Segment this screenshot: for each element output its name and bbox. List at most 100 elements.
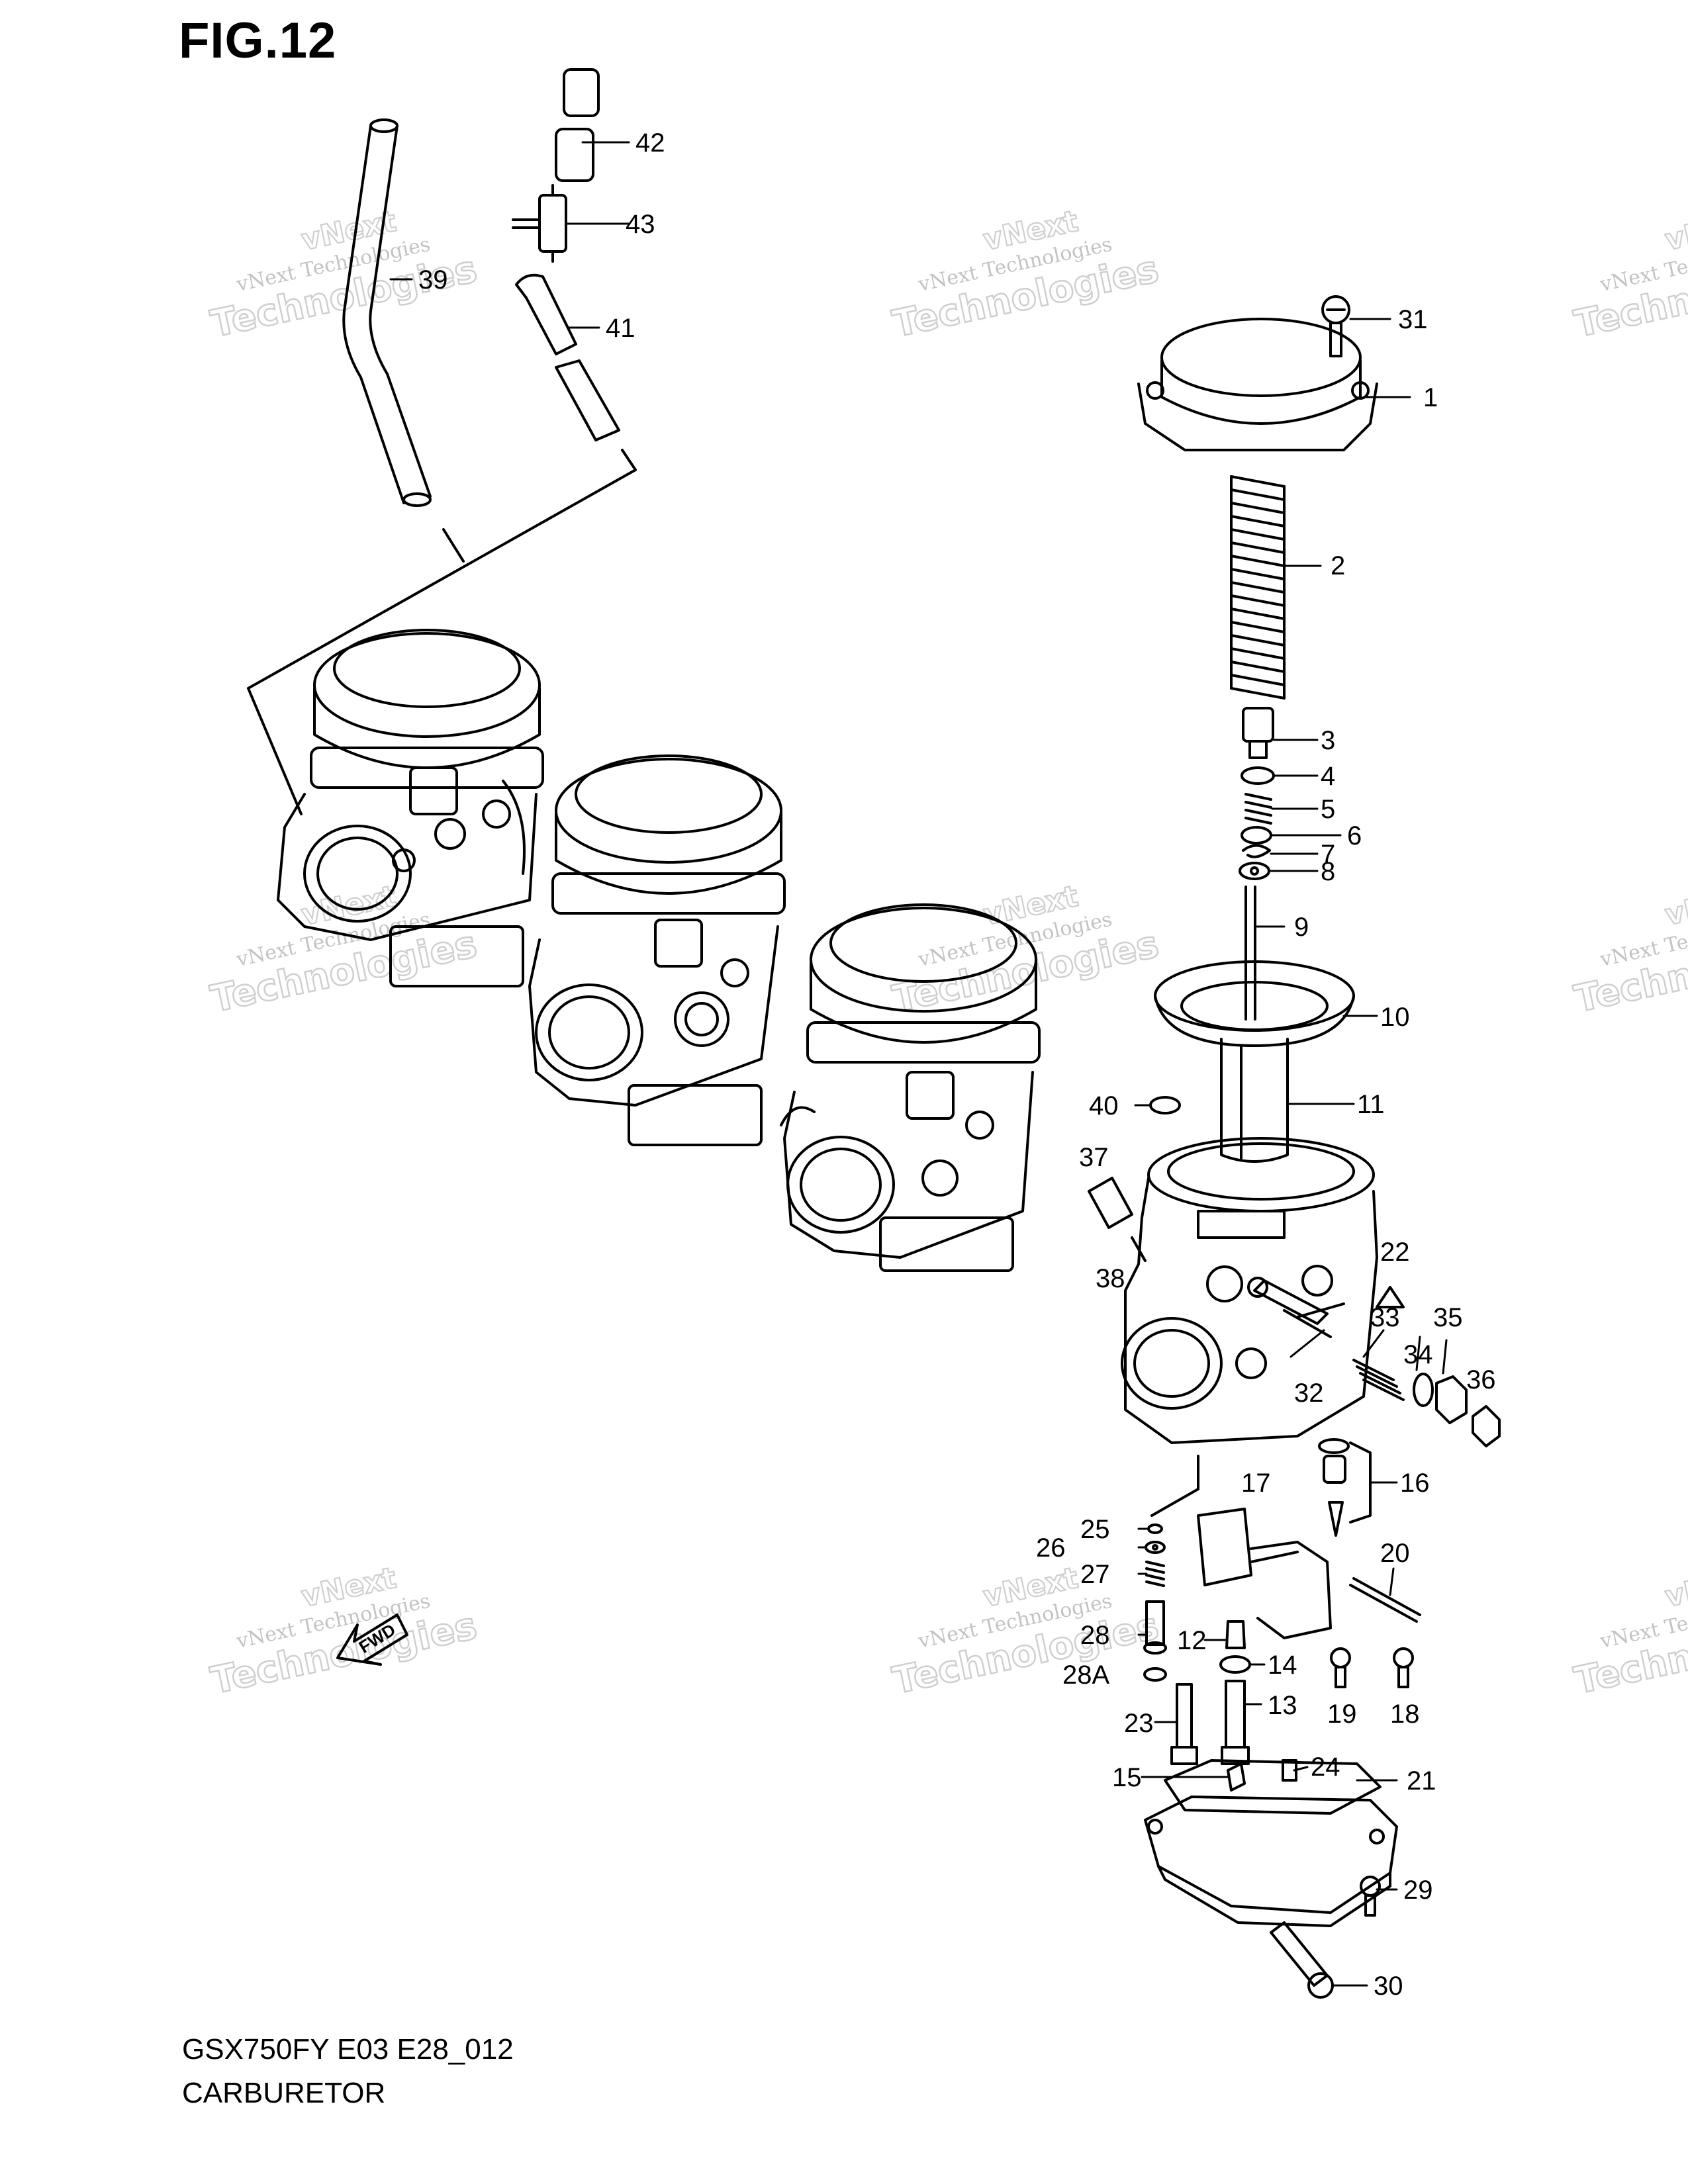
part-label: 38: [1096, 1264, 1125, 1293]
part-label: 5: [1321, 795, 1335, 824]
part-label: 30: [1374, 1972, 1403, 2001]
part-label: 13: [1268, 1691, 1297, 1720]
part-8-washer: [1239, 862, 1270, 880]
part-20-pin: [1349, 1577, 1421, 1623]
hose-42: [555, 68, 600, 182]
part-label: 17: [1241, 1469, 1271, 1498]
part-label: 28: [1080, 1621, 1110, 1650]
part-21-gasket: [1164, 1759, 1382, 1815]
part-6-washer: [1241, 826, 1272, 844]
part-15-drain-plug: [1227, 1762, 1246, 1792]
part-1-top-cover: [1137, 318, 1378, 451]
part-labels: 1 2 3 4 5 6 7 8 9 10 11 12 13 14 15 16 1…: [418, 128, 1496, 2001]
part-label: 16: [1400, 1469, 1430, 1498]
part-label: 20: [1380, 1539, 1410, 1568]
fwd-arrow-icon: [336, 1614, 408, 1666]
part-label: 32: [1294, 1379, 1324, 1408]
part-label: 3: [1321, 726, 1335, 755]
part-label: 22: [1380, 1238, 1410, 1267]
part-18-screw: [1393, 1647, 1414, 1688]
model-code: GSX750FY E03 E28_012: [182, 2033, 514, 2066]
t-joint-43: [512, 184, 567, 263]
part-label: 26: [1036, 1533, 1066, 1563]
part-label: 1: [1423, 383, 1438, 412]
part-label: 2: [1331, 551, 1345, 580]
carburetor-assembly: [528, 754, 786, 1146]
part-label: 31: [1398, 305, 1428, 334]
part-13-needle-jet: [1221, 1680, 1250, 1765]
part-label: 24: [1311, 1752, 1340, 1782]
part-35-nut: [1435, 1375, 1468, 1424]
part-label: 42: [635, 128, 665, 158]
part-label: 35: [1433, 1303, 1463, 1332]
part-10-diaphragm: [1154, 960, 1355, 1047]
part-36-cap: [1472, 1405, 1501, 1447]
part-label: 8: [1321, 857, 1335, 886]
part-label: 40: [1089, 1091, 1119, 1120]
part-16-float-valve: [1318, 1438, 1372, 1537]
part-label: 39: [418, 265, 448, 295]
part-17-float: [1197, 1508, 1332, 1639]
part-26-washer: [1145, 1541, 1166, 1554]
part-12-jet: [1225, 1620, 1246, 1649]
part-40-oring: [1149, 1096, 1181, 1115]
body-leader-lines: [1150, 1455, 1199, 1517]
svg-text:vNext: vNext: [1662, 205, 1688, 257]
part-label: 27: [1080, 1560, 1110, 1589]
watermark: vNext Technologies vNext Technologies: [1570, 204, 1688, 347]
part-4-washer: [1241, 766, 1275, 785]
part-label: 14: [1268, 1651, 1297, 1680]
part-19-screw: [1330, 1647, 1351, 1688]
part-label: 25: [1080, 1515, 1110, 1544]
part-27-spring: [1145, 1561, 1165, 1587]
svg-text:vNext: vNext: [1662, 880, 1688, 933]
part-label: 12: [1177, 1626, 1207, 1655]
label-leader-lines: [389, 141, 1448, 1987]
hose-leader-lines: [247, 449, 637, 815]
figure-title: FIG.12: [179, 13, 337, 69]
part-label: 15: [1112, 1763, 1142, 1792]
part-label: 29: [1403, 1876, 1433, 1905]
watermark: vNext Technologies vNext Technologies: [1570, 879, 1688, 1022]
part-label: 10: [1380, 1003, 1410, 1032]
part-33-spring: [1352, 1359, 1405, 1401]
part-34-oring: [1413, 1373, 1434, 1407]
part-32-screw: [1247, 1277, 1329, 1325]
carburetor-assembly: [780, 903, 1041, 1272]
part-label: 6: [1347, 821, 1362, 850]
part-22-plug: [1376, 1286, 1405, 1308]
part-5-spring: [1244, 793, 1272, 825]
part-3-needle-holder: [1242, 707, 1274, 759]
hose-41: [515, 273, 620, 441]
float-chamber: [1144, 1796, 1398, 1927]
part-2-spring: [1230, 475, 1286, 700]
watermark: vNext Technologies vNext Technologies: [1570, 1561, 1688, 1704]
watermark: vNext Technologies vNext Technologies: [207, 879, 481, 1022]
part-25-washer: [1147, 1524, 1163, 1534]
watermark: vNext Technologies vNext Technologies: [888, 879, 1163, 1022]
part-label: 19: [1327, 1700, 1357, 1729]
part-label: 41: [606, 314, 635, 343]
carburetor-assembly: [277, 629, 544, 987]
part-label: 34: [1403, 1340, 1433, 1369]
part-23-main-jet: [1170, 1683, 1198, 1765]
watermark-group: vNext Technologies vNext Technologies vN…: [207, 204, 1688, 1704]
part-31-screw: [1321, 295, 1350, 357]
part-label: 11: [1357, 1090, 1385, 1119]
watermark: vNext Technologies vNext Technologies: [888, 1561, 1163, 1704]
watermark: vNext Technologies vNext Technologies: [207, 1561, 481, 1704]
part-label: 21: [1407, 1766, 1436, 1796]
part-14-oring: [1219, 1655, 1251, 1674]
part-29-screw: [1360, 1876, 1381, 1917]
part-28a-oring: [1143, 1667, 1167, 1682]
carburetor-body: [1121, 1137, 1378, 1444]
part-label: 33: [1370, 1303, 1400, 1332]
part-37-cap: [1088, 1177, 1133, 1229]
part-9-jet-needle: [1244, 886, 1256, 1021]
part-label: 4: [1321, 762, 1335, 791]
part-label: 23: [1124, 1709, 1154, 1738]
part-label: 37: [1079, 1143, 1109, 1172]
part-30-drain-screw: [1270, 1921, 1334, 1999]
part-28-screw: [1143, 1600, 1167, 1655]
hose-39: [342, 118, 432, 507]
